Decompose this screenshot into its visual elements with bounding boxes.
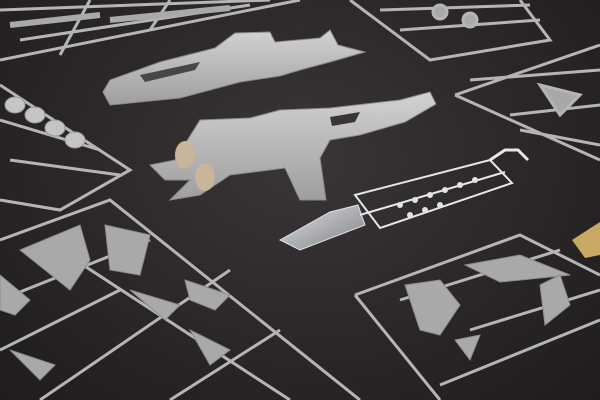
clear-parts-sprue	[278, 148, 530, 251]
sprue-bottom-right	[353, 233, 600, 400]
sprue-right	[454, 43, 600, 162]
sprue-top-left	[0, 0, 301, 62]
sprue-top-right	[349, 0, 553, 62]
upper-fuselage-half	[102, 29, 367, 106]
lower-fuselage-assembly	[148, 91, 437, 201]
sprue-left	[0, 83, 133, 212]
sprue-bottom-left	[0, 198, 361, 400]
decal-sheet	[572, 222, 600, 258]
